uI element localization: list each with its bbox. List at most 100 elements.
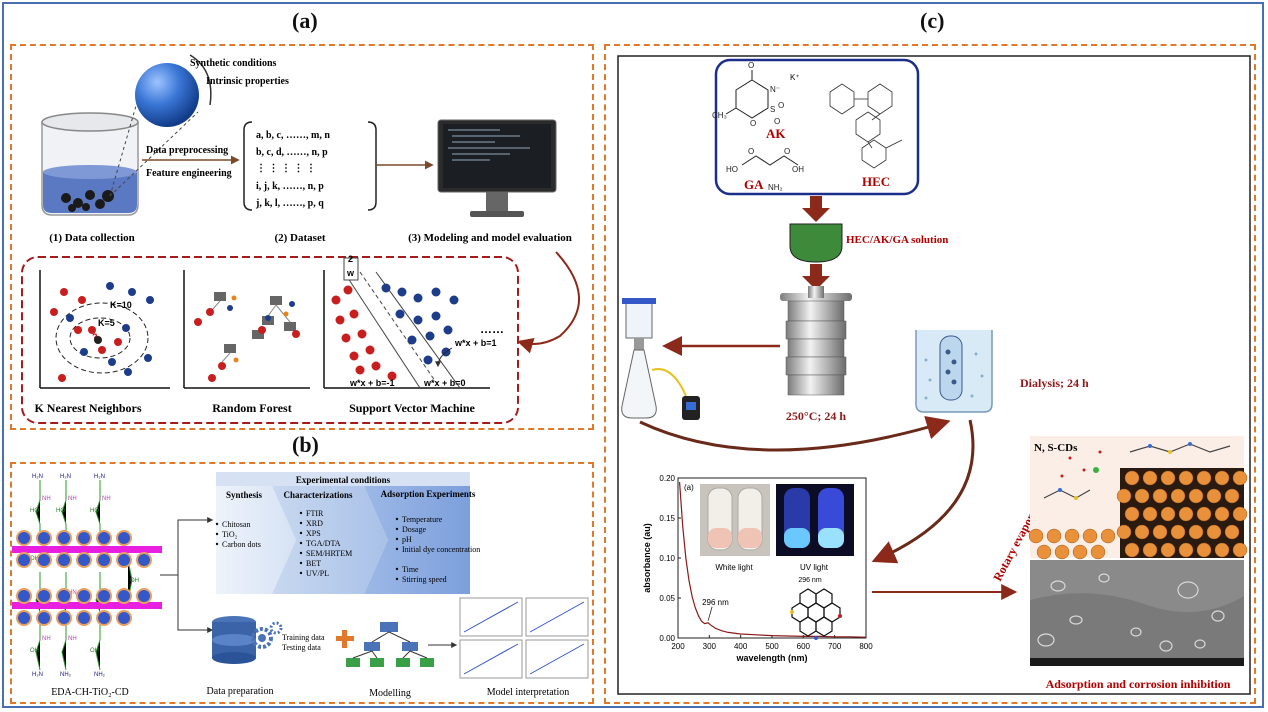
panel-a-label: (a) [292, 8, 318, 33]
training-data-label: Training data [282, 633, 325, 642]
matrix-row: a, b, c, ……, m, n [256, 130, 330, 141]
beaker [41, 112, 139, 216]
svg-text:S: S [770, 105, 775, 114]
svg-text:HN: HN [68, 590, 77, 596]
svg-text:NH: NH [68, 496, 77, 502]
knn-k5: K=5 [98, 318, 115, 328]
ads-item: Temperature [402, 515, 443, 524]
y-axis-label: absorbance (au) [642, 523, 652, 593]
step2-label: (2) Dataset [274, 232, 325, 244]
ga-chain [741, 155, 799, 166]
x-tick-label: 800 [859, 642, 873, 651]
vial-photo-white [700, 484, 770, 556]
svg-text:N⁻: N⁻ [770, 85, 780, 94]
svg-text:NH: NH [42, 496, 51, 502]
curved-arrow-to-dialysis [639, 416, 951, 452]
solution-flask [789, 223, 843, 263]
x-tick-label: 400 [734, 642, 748, 651]
y-tick-label: 0.05 [659, 594, 675, 603]
sphere-arc [189, 54, 212, 106]
svg-text:OH: OH [30, 648, 39, 654]
branch-arrow-top [160, 517, 214, 576]
svg-text:OH: OH [30, 556, 39, 562]
col-head-synthesis: Synthesis [226, 490, 263, 500]
reagents-box [714, 58, 920, 196]
curved-arrow-rotary [871, 419, 975, 564]
svm-eq-1: w*x + b=-1 [349, 378, 395, 388]
svg-text:CH₃: CH₃ [712, 111, 727, 120]
dialysis-label: Dialysis; 24 h [1020, 376, 1089, 390]
arrow-label-1: Data preprocessing [146, 145, 228, 156]
ads-item: Time [402, 565, 419, 574]
nscds-heteroatoms [790, 610, 842, 640]
synthesis-item: Chitosan [222, 520, 250, 529]
nscds-label: N, S-CDs [1034, 442, 1078, 454]
svg-text:NH₂: NH₂ [94, 672, 106, 678]
step-data-prep: Data preparation [207, 686, 274, 697]
matrix-row: i, j, k, ……, n, p [256, 181, 324, 192]
svg-text:O: O [774, 117, 780, 126]
sphere-label-1: Synthetic conditions [190, 58, 277, 69]
x-tick-label: 200 [671, 642, 685, 651]
uv-light-label: UV light [800, 563, 829, 572]
svm-eq0: w*x + b=0 [423, 378, 466, 388]
database-icon [212, 616, 256, 664]
knn-unknown: ? [92, 332, 98, 342]
corrosion-surface-image [1028, 436, 1248, 560]
solution-label: HEC/AK/GA solution [846, 234, 948, 246]
svg-text:H₂N: H₂N [94, 474, 105, 480]
svm-two: 2 [348, 254, 353, 264]
x-tick-label: 300 [703, 642, 717, 651]
panel-c-box [604, 44, 1256, 704]
reagent-ga: GA [744, 177, 764, 192]
svg-text:O: O [750, 119, 756, 128]
matrix-row: ⋮ ⋮ ⋮ ⋮ ⋮ [256, 163, 316, 174]
x-axis-label: wavelength (nm) [735, 653, 807, 663]
annotation-pointer [707, 606, 713, 621]
svm-w: w [346, 268, 355, 278]
y-tick-label: 0.20 [659, 474, 675, 483]
decision-tree-icon [346, 622, 434, 667]
char-item: BET [306, 559, 321, 568]
svg-text:HO: HO [56, 508, 65, 514]
table-title: Experimental conditions [296, 475, 391, 485]
svm-plot: 2 w w*x + b=1 w*x + b=-1 w*x + b=0 …… [323, 254, 504, 389]
svg-text:H₂N: H₂N [60, 474, 71, 480]
knn-k10: K=10 [110, 300, 132, 310]
filtration-flask-icon [621, 298, 700, 420]
autoclave-icon [780, 286, 852, 396]
svg-text:OH: OH [130, 578, 139, 584]
reagent-ak: AK [766, 126, 786, 141]
dialysis-beaker-icon [915, 330, 993, 413]
x-tick-label: 600 [797, 642, 811, 651]
char-item: XPS [306, 529, 321, 538]
svg-text:NH₂: NH₂ [60, 672, 72, 678]
svg-text:O: O [748, 147, 754, 156]
sphere-label-2: Intrinsic properties [206, 76, 289, 87]
curved-arrow-models [516, 251, 581, 354]
monitor-icon [437, 119, 557, 217]
step-interpretation: Model interpretation [487, 687, 569, 698]
panel-b-label: (b) [292, 432, 319, 457]
step1-label: (1) Data collection [49, 232, 135, 244]
svg-text:H₂N: H₂N [32, 474, 43, 480]
char-item: UV/PL [306, 569, 329, 578]
svg-text:O: O [784, 147, 790, 156]
absorbance-series-line [678, 481, 867, 638]
ads-item: Stirring speed [402, 575, 447, 584]
col-head-adsorption: Adsorption Experiments [381, 489, 476, 499]
svg-text:O: O [778, 101, 784, 110]
model-knn-label: K Nearest Neighbors [34, 401, 141, 415]
gear-icon [251, 621, 283, 649]
char-item: TGA/DTA [306, 539, 341, 548]
y-tick-label: 0.10 [659, 554, 675, 563]
ak-structure [725, 70, 769, 119]
reagent-hec: HEC [862, 174, 890, 189]
zoom-line [109, 111, 199, 197]
branch-arrow-bottom [177, 575, 214, 633]
white-light-label: White light [715, 563, 753, 572]
x-tick-label: 700 [828, 642, 842, 651]
